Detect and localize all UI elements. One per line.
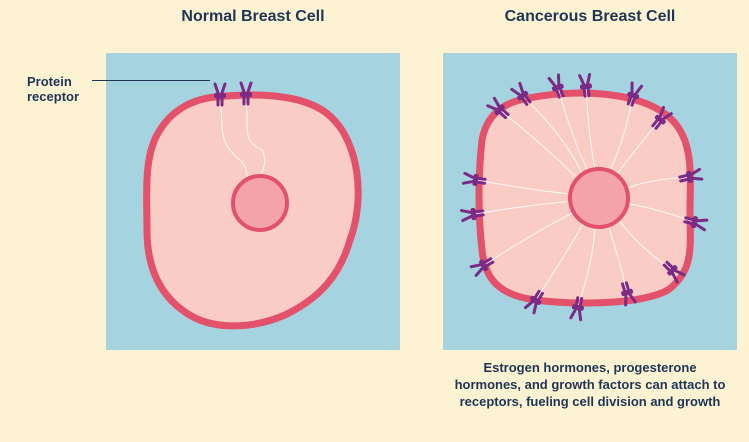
cancerous-cell-nucleus xyxy=(570,169,628,227)
cancerous-cell xyxy=(461,74,707,320)
normal-cell-nucleus xyxy=(233,176,287,230)
receptor-caption: Estrogen hormones, progesterone hormones… xyxy=(452,359,728,410)
normal-cell xyxy=(147,83,359,326)
